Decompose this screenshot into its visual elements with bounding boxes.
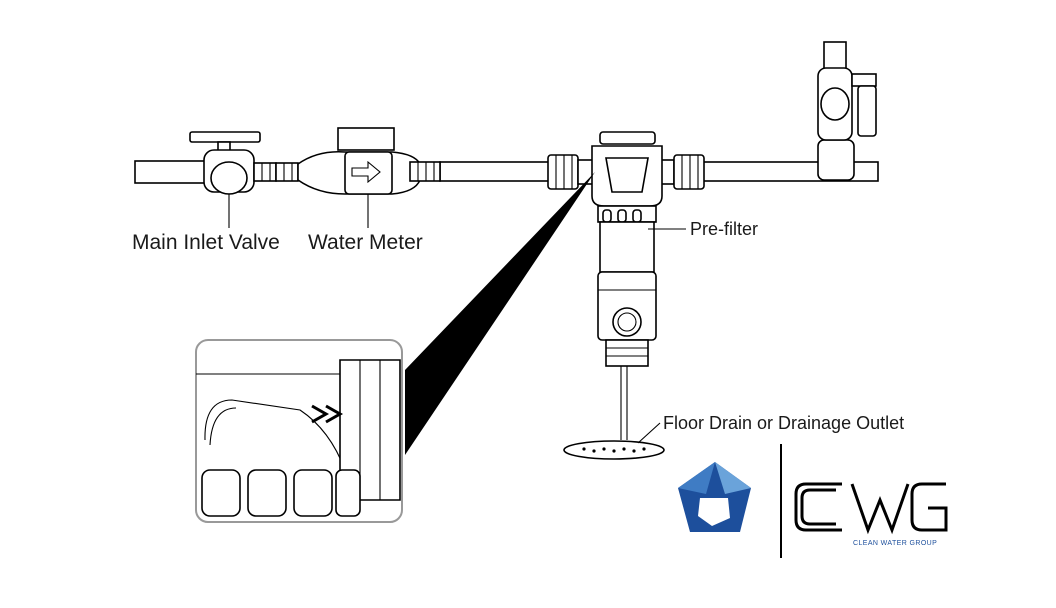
direction-arrows-icon: [311, 404, 344, 424]
detail-inset: [195, 339, 403, 523]
label-floor-drain: Floor Drain or Drainage Outlet: [663, 413, 904, 433]
riser-valve: [817, 41, 877, 181]
pre-filter-unit: [547, 131, 705, 440]
label-water-meter: Water Meter: [308, 231, 423, 254]
brand-tagline: CLEAN WATER GROUP: [853, 540, 937, 547]
label-main-inlet-valve: Main Inlet Valve: [132, 231, 280, 254]
leader-floor-drain: [637, 422, 661, 444]
zoom-wedge: [405, 172, 595, 455]
cwg-wordmark: [794, 482, 948, 535]
floor-drain: [563, 440, 665, 460]
label-pre-filter: Pre-filter: [690, 219, 758, 239]
water-meter: [275, 127, 441, 195]
brand-logo: CLEAN WATER GROUP: [678, 444, 948, 558]
pentagon-logo-icon: [678, 462, 751, 532]
flow-arrow-icon: [351, 160, 381, 184]
main-inlet-valve: [189, 131, 277, 195]
